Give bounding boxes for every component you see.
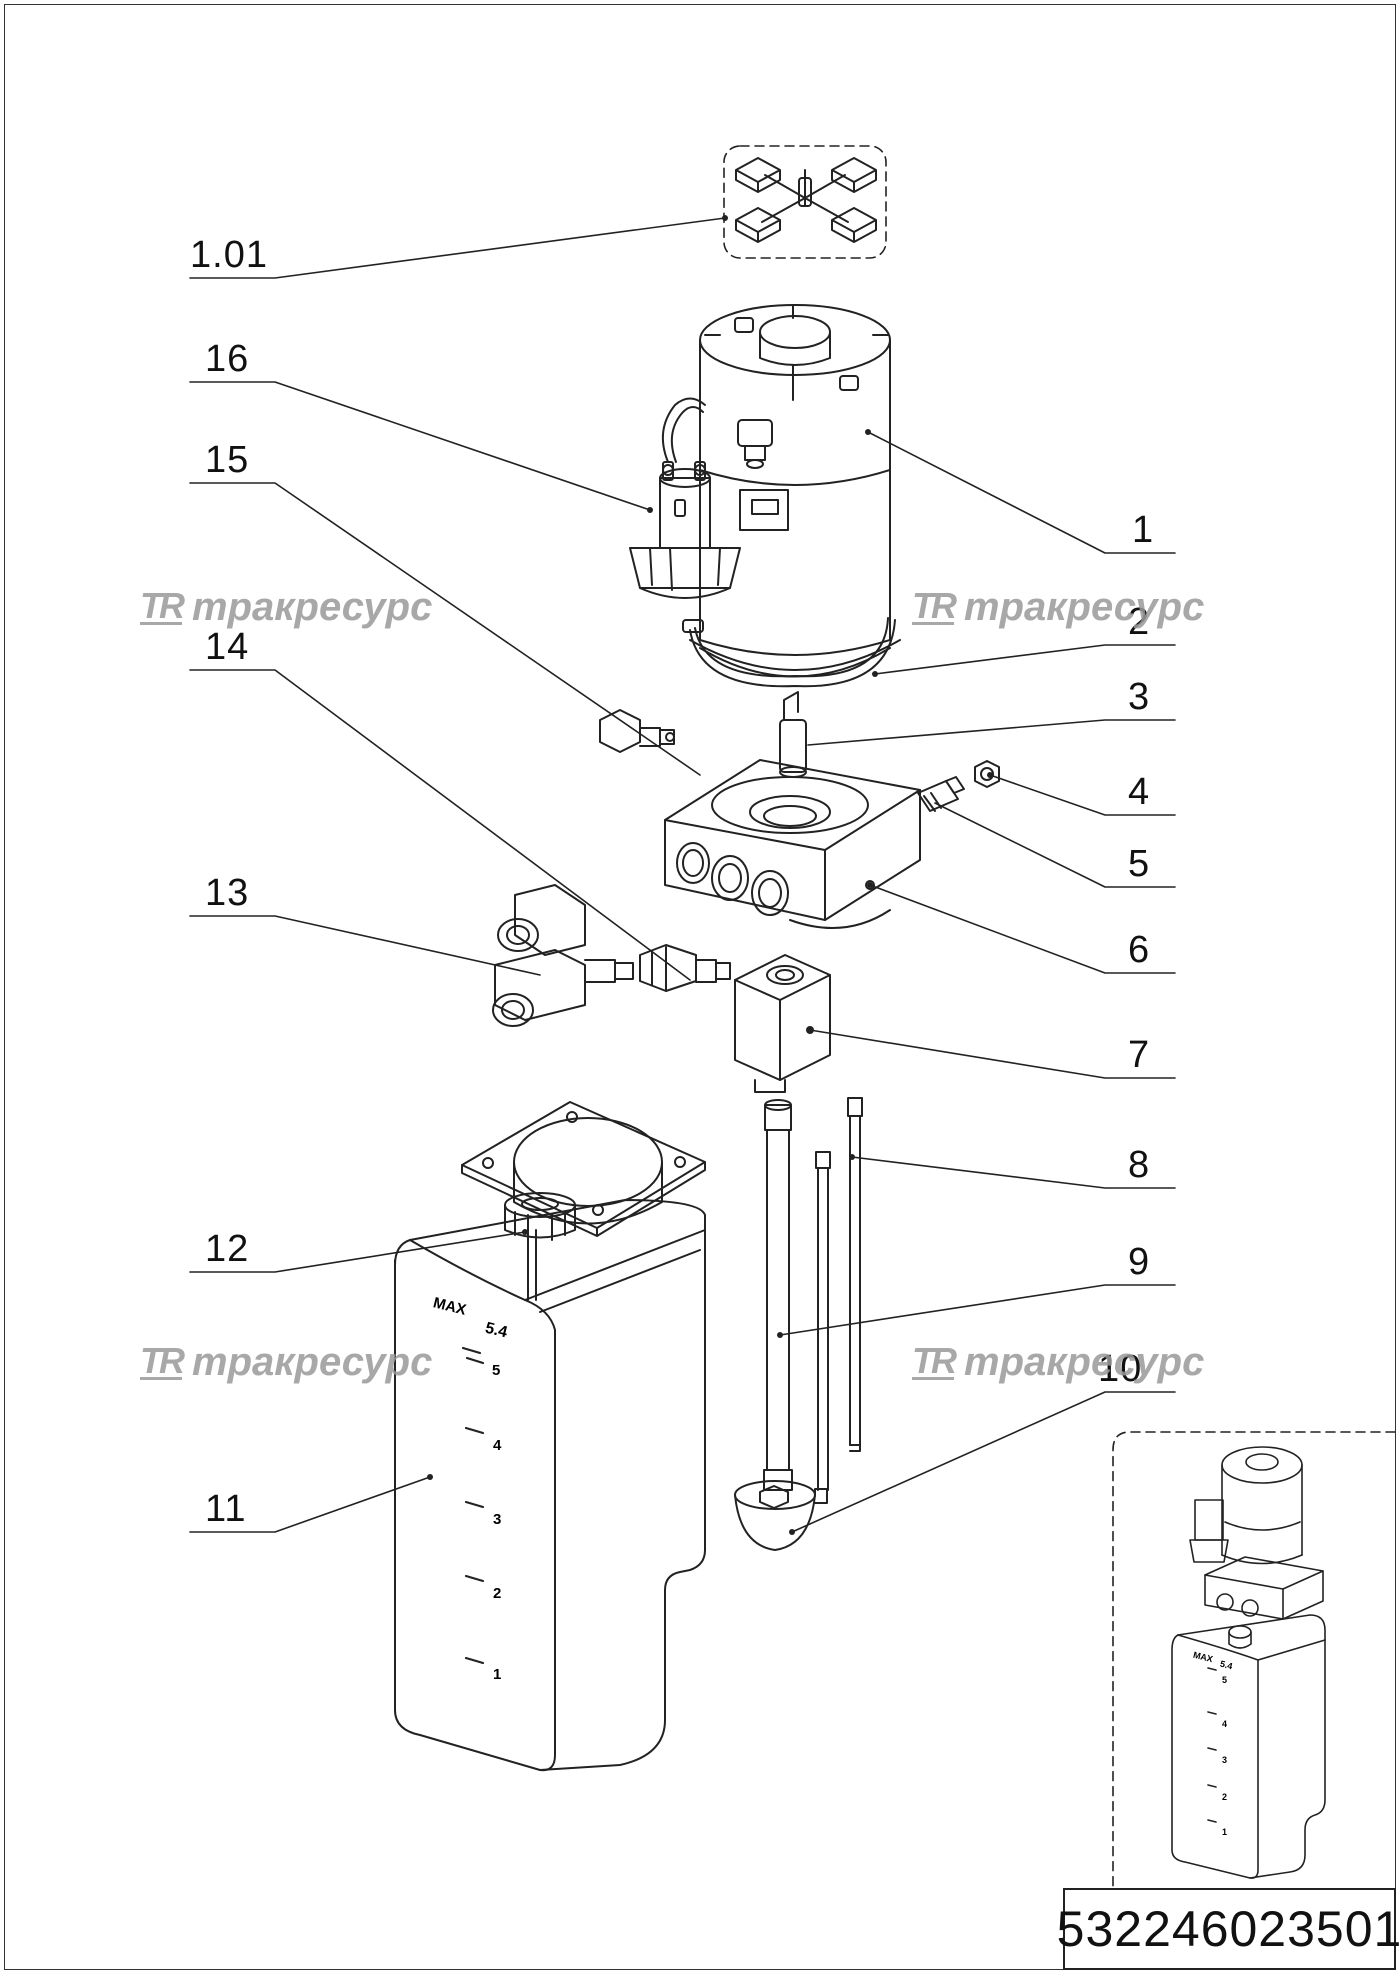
leader-15 — [189, 482, 701, 776]
callout-9: 9 — [1128, 1241, 1151, 1283]
watermark-top-left: TR тракресурс — [140, 585, 432, 630]
callout-5: 5 — [1128, 843, 1151, 885]
callout-15: 15 — [205, 439, 250, 481]
leader-10 — [791, 1391, 1176, 1533]
watermark-bottom-left: TR тракресурс — [140, 1340, 432, 1385]
leader-6 — [869, 884, 1176, 974]
drawing-frame — [4, 4, 1396, 1970]
callout-10: 10 — [1098, 1348, 1143, 1390]
part-number: 532246023501 — [1056, 1901, 1400, 1957]
part-2-clamp-band — [682, 617, 896, 688]
part-number-box: 532246023501 — [1057, 1888, 1400, 1970]
leader-4 — [989, 774, 1176, 816]
watermark-logo: TR — [140, 584, 185, 626]
callout-3: 3 — [1128, 676, 1151, 718]
leader-2 — [874, 644, 1176, 675]
part-6-valve-block — [664, 759, 921, 929]
watermark-text: тракресурс — [192, 1340, 433, 1384]
inset-level-1: 1 — [1222, 1827, 1228, 1837]
tank-level-4: 4 — [493, 1437, 502, 1454]
leader-5 — [934, 802, 1176, 888]
leader-13 — [189, 915, 541, 976]
inset-assembled-view — [1112, 1431, 1396, 1889]
watermark-text: тракресурс — [964, 585, 1205, 629]
callout-14: 14 — [205, 626, 250, 668]
watermark-logo: TR — [912, 584, 957, 626]
callout-7: 7 — [1128, 1034, 1151, 1076]
leader-1 — [867, 431, 1176, 554]
tank-level-5: 5 — [492, 1362, 501, 1379]
part-5-check-valve — [917, 776, 965, 812]
callout-8: 8 — [1128, 1144, 1151, 1186]
part-11-oil-tank — [394, 1199, 706, 1772]
leader-8 — [851, 1156, 1176, 1189]
callout-1: 1 — [1132, 509, 1155, 551]
inset-level-4: 4 — [1222, 1719, 1228, 1729]
part-1-01-brush-set — [723, 145, 887, 259]
leader-7 — [809, 1029, 1176, 1079]
part-3-shaft-key — [779, 691, 807, 778]
leader-3 — [807, 719, 1176, 746]
tank-level-1: 1 — [493, 1666, 502, 1683]
callout-2: 2 — [1128, 601, 1151, 643]
callout-6: 6 — [1128, 929, 1151, 971]
leader-16 — [189, 381, 651, 511]
part-16-solenoid-relay — [629, 397, 741, 599]
leader-11 — [189, 1476, 431, 1533]
part-1-electric-motor — [689, 304, 901, 678]
part-7-gear-pump — [734, 954, 831, 1093]
watermark-bottom-right: TR тракресурс — [912, 1340, 1204, 1385]
tank-level-3: 3 — [493, 1511, 502, 1528]
part-15-relief-valve — [599, 709, 675, 753]
callout-11: 11 — [205, 1488, 247, 1530]
part-8-return-tubes — [815, 1097, 863, 1491]
callout-16: 16 — [205, 338, 250, 380]
tank-flange-plate — [461, 1101, 706, 1237]
watermark-logo: TR — [140, 1339, 185, 1381]
watermark-text: тракресурс — [964, 1340, 1205, 1384]
callout-4: 4 — [1128, 771, 1151, 813]
leader-1-01 — [189, 217, 726, 279]
leader-12 — [189, 1231, 526, 1273]
part-10-suction-filter — [734, 1480, 828, 1551]
part-13-solenoid-valve — [492, 884, 634, 1027]
watermark-top-right: TR тракресурс — [912, 585, 1204, 630]
part-4-plug — [974, 760, 1000, 788]
inset-level-3: 3 — [1222, 1755, 1228, 1765]
part-12-filler-cap — [504, 1192, 576, 1241]
leader-9 — [779, 1284, 1176, 1336]
leader-14 — [189, 669, 691, 981]
watermark-logo: TR — [912, 1339, 957, 1381]
inset-level-5: 5 — [1222, 1675, 1228, 1685]
part-14-cartridge-valve — [639, 944, 731, 992]
part-9-suction-tube — [763, 1099, 793, 1491]
inset-level-2: 2 — [1222, 1792, 1228, 1802]
callout-1-01: 1.01 — [190, 234, 268, 276]
callout-12: 12 — [205, 1228, 250, 1270]
leader-lines — [189, 215, 1176, 1535]
callout-13: 13 — [205, 872, 250, 914]
tank-level-2: 2 — [493, 1585, 502, 1602]
watermark-text: тракресурс — [192, 585, 433, 629]
